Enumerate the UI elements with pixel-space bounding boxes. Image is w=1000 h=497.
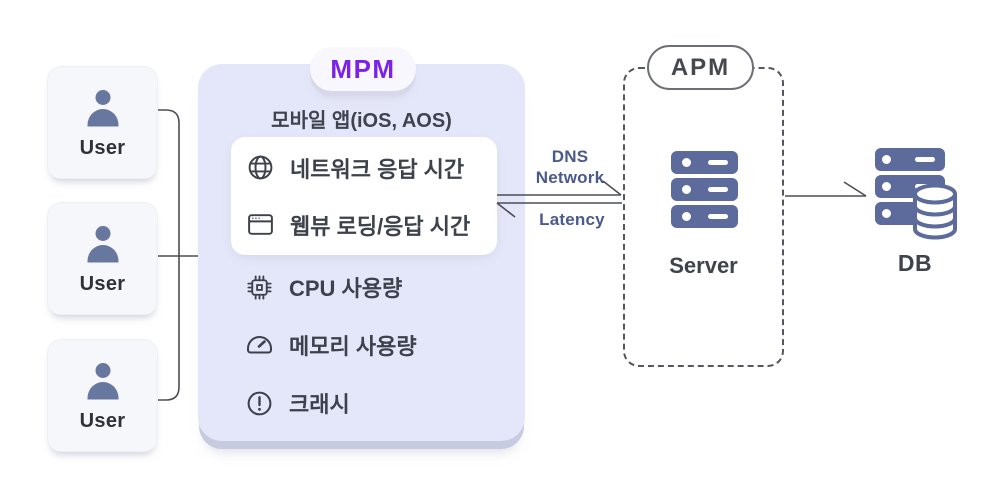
user-label: User bbox=[79, 410, 126, 432]
metric-label: 네트워크 응답 시간 bbox=[290, 156, 465, 182]
mpm-badge: MPM bbox=[310, 47, 416, 91]
user-box-2: User bbox=[47, 202, 158, 315]
highlighted-metrics-card: 네트워크 응답 시간 웹뷰 로딩/응답 시간 bbox=[231, 137, 497, 255]
apm-badge: APM bbox=[647, 45, 754, 90]
metric-label: 웹뷰 로딩/응답 시간 bbox=[290, 213, 471, 239]
globe-icon bbox=[246, 153, 275, 182]
metric-label: 메모리 사용량 bbox=[289, 334, 417, 359]
apm-to-db-arrowhead bbox=[843, 181, 867, 197]
metric-row-network-response: 네트워크 응답 시간 bbox=[246, 152, 497, 184]
person-icon bbox=[80, 85, 126, 131]
mpm-panel: 모바일 앱(iOS, AOS) 네트워크 응답 시간 bbox=[198, 64, 525, 441]
server-icon bbox=[671, 151, 738, 232]
server-label: Server bbox=[669, 253, 738, 278]
user-box-1: User bbox=[47, 66, 158, 179]
database-server-icon bbox=[875, 148, 959, 247]
user-label: User bbox=[79, 273, 126, 295]
metric-label: 크래시 bbox=[289, 392, 350, 417]
latency-label: Latency bbox=[539, 210, 605, 229]
user-bracket-connector bbox=[158, 109, 180, 401]
network-label: Network bbox=[535, 168, 605, 187]
person-icon bbox=[80, 358, 126, 404]
person-icon bbox=[80, 221, 126, 267]
metric-list: CPU 사용량 메모리 사용량 bbox=[245, 258, 515, 432]
metric-row-crash: 크래시 bbox=[245, 374, 515, 432]
metric-label: CPU 사용량 bbox=[289, 276, 403, 301]
metric-row-cpu: CPU 사용량 bbox=[245, 258, 515, 316]
metric-row-memory: 메모리 사용량 bbox=[245, 316, 515, 374]
user-box-3: User bbox=[47, 339, 158, 452]
browser-window-icon bbox=[246, 210, 275, 239]
cpu-chip-icon bbox=[245, 273, 274, 302]
alert-circle-icon bbox=[245, 389, 274, 418]
metric-row-webview-loading: 웹뷰 로딩/응답 시간 bbox=[246, 209, 497, 241]
gauge-icon bbox=[245, 333, 274, 357]
dns-label: DNS bbox=[551, 147, 589, 166]
db-label: DB bbox=[897, 250, 933, 276]
mpm-subtitle: 모바일 앱(iOS, AOS) bbox=[271, 110, 452, 132]
user-label: User bbox=[79, 137, 126, 159]
